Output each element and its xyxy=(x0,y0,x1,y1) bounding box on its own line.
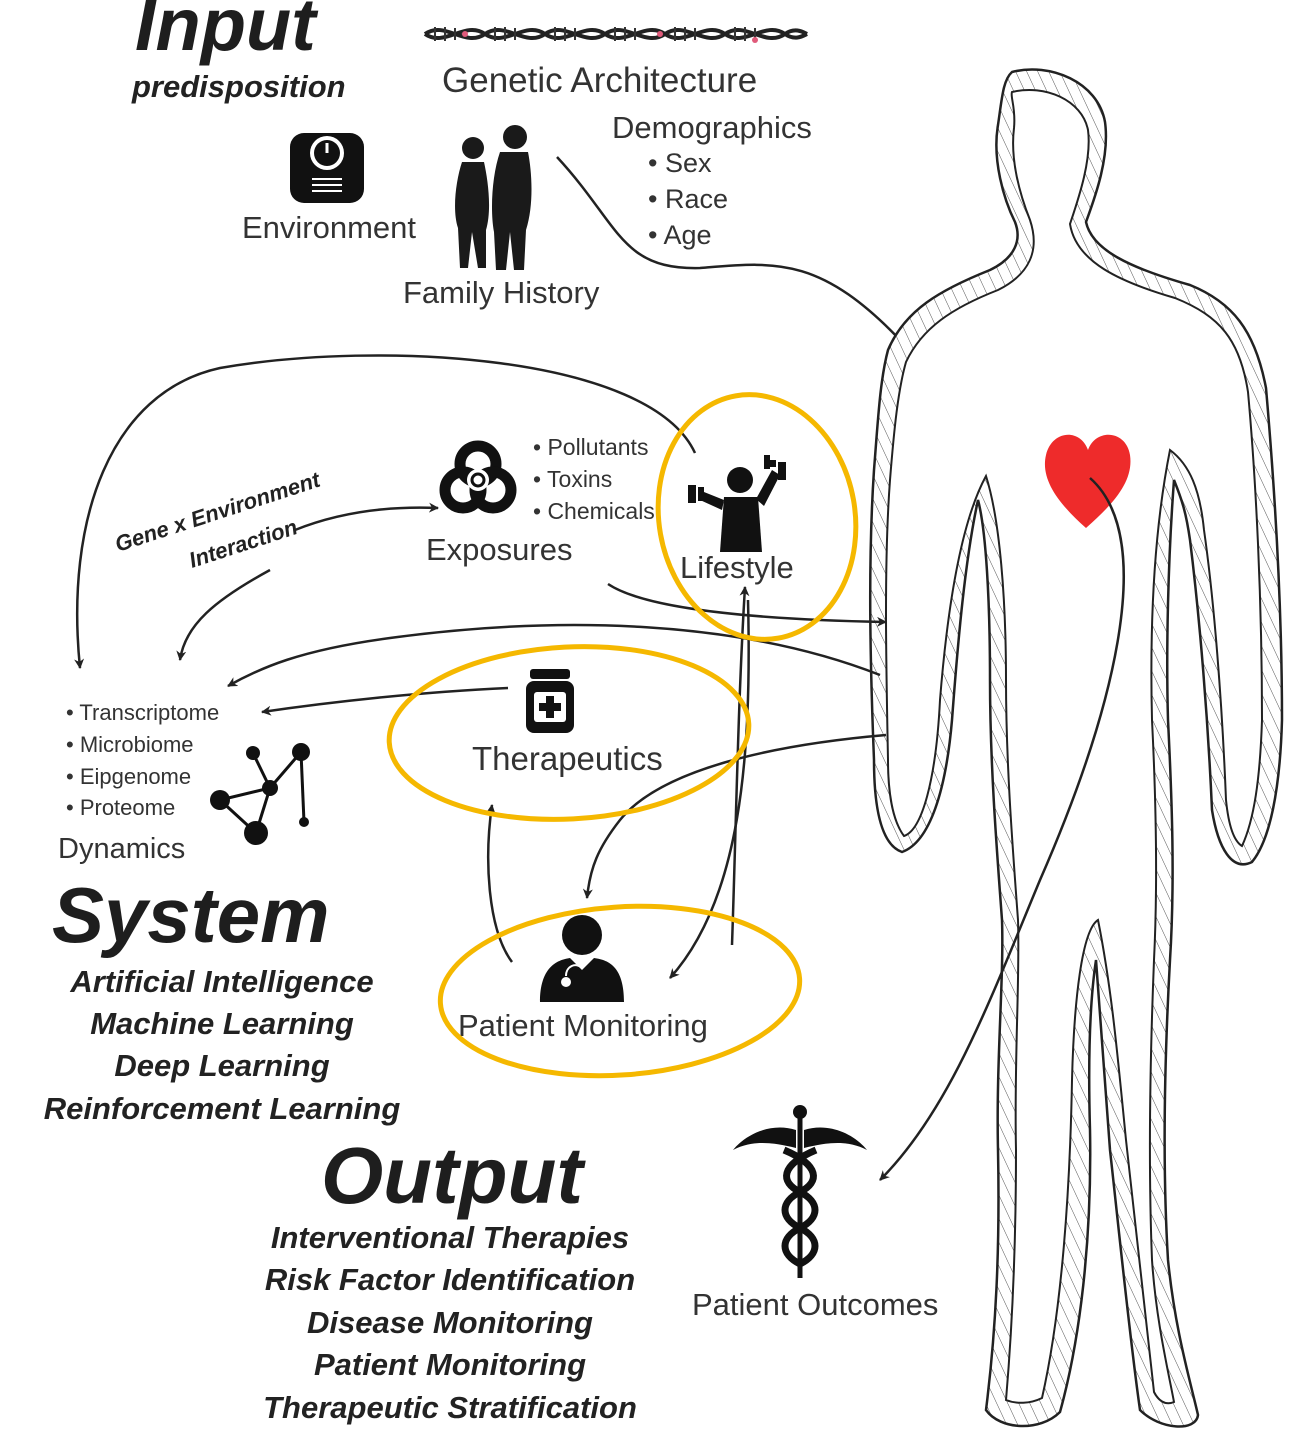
highlight-ring-patient-monitoring xyxy=(437,903,803,1079)
demographics-item-age: • Age xyxy=(648,220,712,250)
input-section: Input predisposition Genetic Architectur… xyxy=(131,0,904,344)
arrow-lifestyle-to-monitoring xyxy=(669,599,750,979)
output-item-patient-monitoring: Patient Monitoring xyxy=(314,1347,586,1382)
arrow-lifestyle-to-dynamics xyxy=(74,354,697,669)
couple-icon xyxy=(455,125,532,270)
arrow-therapeutics-to-dynamics xyxy=(261,686,509,716)
arrow-gxe-to-dynamics xyxy=(176,568,271,661)
output-item-interventional: Interventional Therapies xyxy=(271,1220,629,1255)
output-item-risk-factor: Risk Factor Identification xyxy=(265,1262,635,1297)
weightlifter-icon xyxy=(688,455,786,552)
patient-monitoring-label: Patient Monitoring xyxy=(458,1008,708,1043)
arrow-monitoring-to-lifestyle xyxy=(730,586,750,946)
demographics-label: Demographics xyxy=(612,110,812,145)
dynamics-item-transcriptome: • Transcriptome xyxy=(66,700,219,725)
system-item-ai: Artificial Intelligence xyxy=(69,964,373,999)
arrow-monitoring-to-therapeutics xyxy=(485,804,514,963)
input-subtitle: predisposition xyxy=(131,69,346,104)
arrow-body-to-dynamics xyxy=(227,623,881,688)
system-item-ml: Machine Learning xyxy=(90,1006,354,1041)
input-title: Input xyxy=(135,0,319,66)
dynamics-label: Dynamics xyxy=(58,833,185,865)
environment-label: Environment xyxy=(242,210,416,245)
input-to-body-line xyxy=(556,156,904,344)
heart-to-outcomes-line xyxy=(879,477,1125,1181)
exposures-label: Exposures xyxy=(426,532,572,567)
dynamics-item-proteome: • Proteome xyxy=(66,795,175,820)
dynamics-item-microbiome: • Microbiome xyxy=(66,732,194,757)
exposure-item-toxins: • Toxins xyxy=(533,466,612,492)
family-history-label: Family History xyxy=(403,275,600,310)
arrow-body-to-monitoring xyxy=(582,733,887,899)
output-section: Output Interventional Therapies Risk Fac… xyxy=(263,1105,938,1425)
caduceus-icon xyxy=(733,1105,867,1278)
scale-icon xyxy=(290,133,364,203)
therapeutics-label: Therapeutics xyxy=(472,740,663,777)
system-section: System Artificial Intelligence Machine L… xyxy=(44,871,401,1126)
demographics-item-sex: • Sex xyxy=(648,148,712,178)
patient-outcomes-label: Patient Outcomes xyxy=(692,1287,938,1322)
output-title: Output xyxy=(321,1131,586,1220)
highlight-ring-lifestyle xyxy=(655,392,859,642)
output-item-disease-monitoring: Disease Monitoring xyxy=(307,1305,593,1340)
exposure-item-pollutants: • Pollutants xyxy=(533,434,648,460)
system-item-dl: Deep Learning xyxy=(114,1048,329,1083)
doctor-icon xyxy=(540,915,624,1002)
arrow-gxe-to-exposures xyxy=(294,502,439,532)
lifestyle-label: Lifestyle xyxy=(680,550,794,585)
biohazard-icon xyxy=(439,440,517,514)
dna-icon xyxy=(423,27,808,43)
highlight-ring-therapeutics xyxy=(386,644,752,822)
system-item-rl: Reinforcement Learning xyxy=(44,1091,401,1126)
arrow-exposures-to-body xyxy=(607,582,887,627)
human-body-outline xyxy=(868,68,1284,1428)
output-item-stratification: Therapeutic Stratification xyxy=(263,1390,637,1425)
exposure-item-chemicals: • Chemicals xyxy=(533,498,655,524)
network-icon xyxy=(210,743,310,845)
demographics-item-race: • Race xyxy=(648,184,728,214)
system-title: System xyxy=(52,871,330,959)
medicine-bottle-icon xyxy=(526,669,574,733)
genetic-architecture-label: Genetic Architecture xyxy=(442,61,757,100)
dynamics-item-eipgenome: • Eipgenome xyxy=(66,764,191,789)
